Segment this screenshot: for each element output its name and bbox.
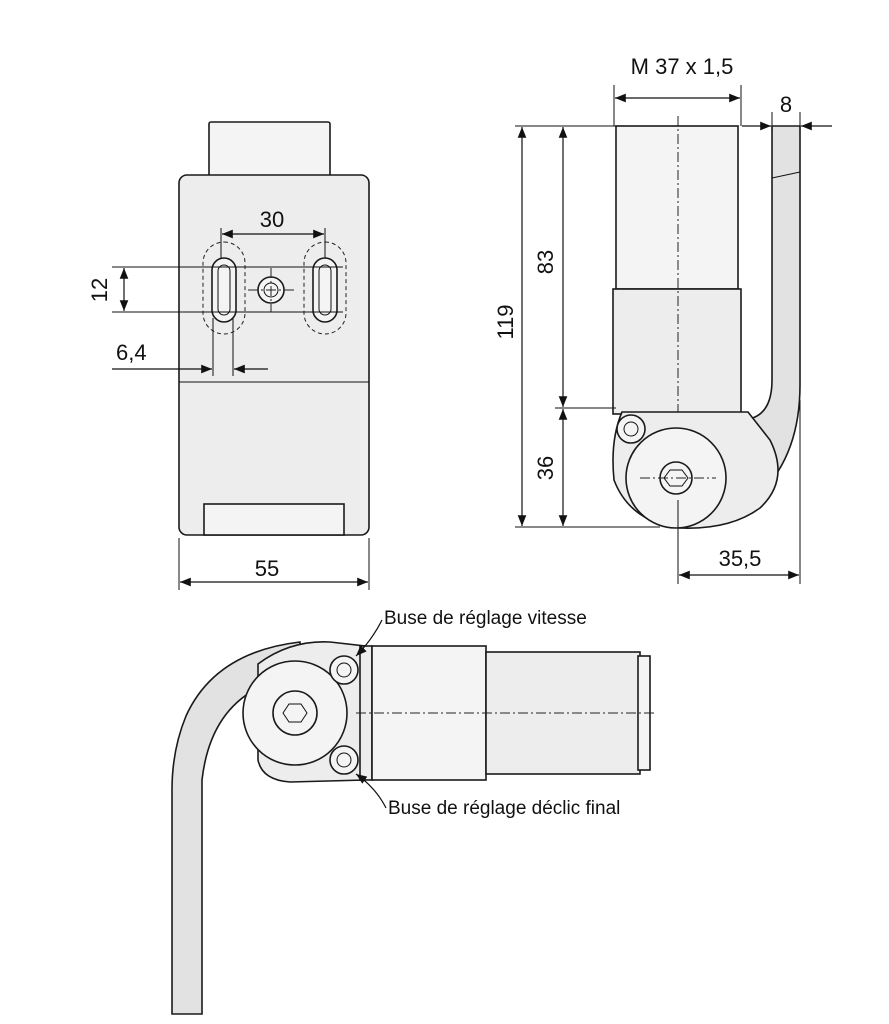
bottom-pivot-hex (282, 703, 308, 723)
dim-36-label: 36 (533, 456, 558, 480)
bottom-nozzle-speed-inner (336, 662, 352, 678)
side-view: M 37 x 1,5 8 119 83 36 35,5 (493, 54, 832, 584)
right-slot-inner (318, 264, 332, 316)
callout-speed-label: Buse de réglage vitesse (384, 608, 587, 629)
side-bracket-edge (771, 171, 801, 179)
dim-119-label: 119 (493, 304, 518, 339)
bottom-nozzle-speed (329, 655, 359, 685)
left-slot-outline (202, 241, 246, 335)
bottom-view: Buse de réglage vitesse Buse de réglage … (171, 608, 655, 1015)
callout-final-label: Buse de réglage déclic final (388, 798, 620, 819)
dim-55-label: 55 (255, 556, 279, 581)
dim-83-label: 83 (533, 250, 558, 274)
bottom-arm (171, 641, 301, 1015)
bottom-pivot-screw (272, 690, 318, 736)
front-view: 30 12 6,4 55 (87, 121, 370, 590)
dim-12-label: 12 (87, 278, 112, 302)
bottom-nozzle-final-inner (336, 752, 352, 768)
left-slot-inner (217, 264, 231, 316)
callout-final-leader (355, 773, 387, 809)
front-bottom-window (203, 503, 345, 536)
dim-35-5-label: 35,5 (719, 546, 762, 571)
dim-thread-label: M 37 x 1,5 (631, 54, 734, 79)
callout-speed-leader (355, 619, 383, 657)
side-nozzle-inner (623, 421, 639, 437)
side-cylinder-upper (615, 125, 739, 290)
side-nozzle (616, 414, 646, 444)
front-top-cap (208, 121, 331, 179)
dim-8-label: 8 (780, 92, 792, 117)
dim-30-label: 30 (260, 207, 284, 232)
dim-6-4-label: 6,4 (116, 340, 147, 365)
side-cylinder-lower (612, 288, 742, 415)
bottom-nozzle-final (329, 745, 359, 775)
